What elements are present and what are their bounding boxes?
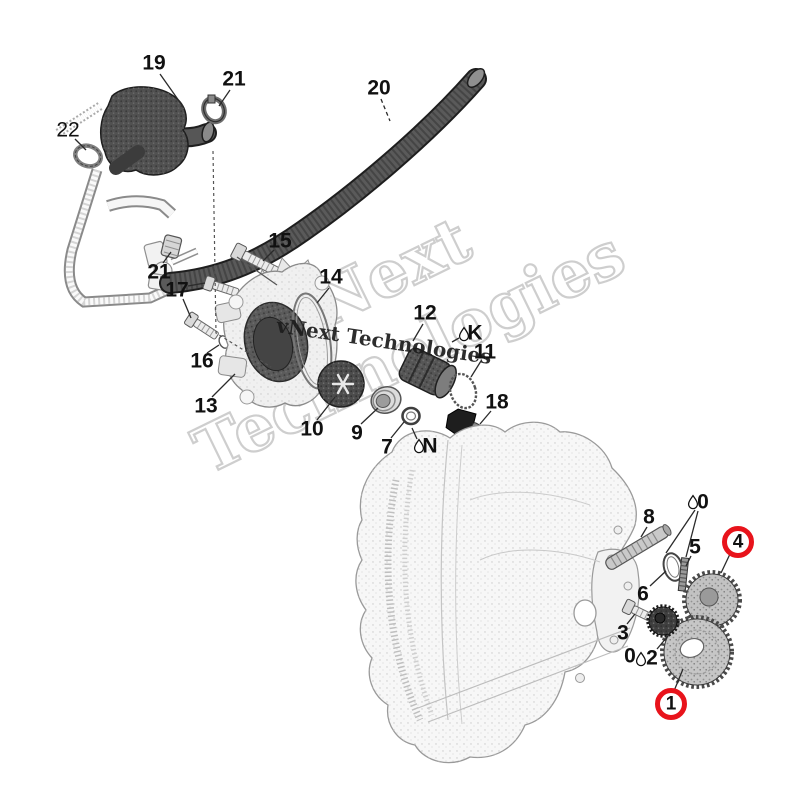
callout-label-3-23: 3: [617, 622, 629, 645]
highlight-circle-1: [655, 688, 687, 720]
leader-0-0: [665, 509, 696, 554]
leader-9-0: [360, 407, 379, 425]
hose-clamp-21a: [201, 94, 227, 125]
leader-3-0: [626, 613, 636, 625]
pin-5: [677, 557, 690, 592]
leader-5-0: [685, 555, 692, 567]
callout-label-6-22: 6: [637, 583, 649, 606]
outlet-hose-19: [100, 86, 217, 176]
coolant-pipe-assembly: [55, 102, 199, 308]
long-hose-20: [159, 67, 487, 294]
callout-label-5-20: 5: [689, 536, 701, 559]
callout-label-9-14: 9: [351, 422, 363, 445]
gear-4: [682, 570, 742, 630]
callout-label-16-7: 16: [190, 350, 213, 373]
hose-clamp-21b: [160, 234, 183, 259]
leader-13-0: [211, 373, 236, 398]
callout-label-2-25: 2: [646, 647, 658, 670]
callout-label-21-1: 21: [222, 68, 246, 91]
leader-17-1: [182, 298, 192, 319]
callout-label-13-8: 13: [194, 395, 217, 418]
callout-label-21-5: 21: [147, 261, 171, 284]
gear-2: [646, 604, 680, 638]
leader-15-0: [262, 249, 275, 262]
lubricant-droplet-icon: [635, 651, 647, 667]
lubricant-droplet-icon: [458, 326, 470, 342]
leader-21-0: [218, 89, 231, 107]
leader-14-0: [316, 287, 330, 304]
hose-clamp-22: [73, 143, 103, 169]
impeller-10: [317, 360, 365, 408]
callout-label-K-11: K: [467, 322, 482, 345]
leader-0-1: [685, 510, 699, 558]
callout-label-20-3: 20: [367, 77, 390, 100]
callout-label-14-9: 14: [319, 266, 343, 289]
leader-18-0: [479, 410, 492, 425]
leader-6-0: [649, 570, 667, 587]
seal-9: [370, 386, 402, 414]
leader-17-0: [187, 282, 206, 287]
leader-2-0: [656, 635, 669, 650]
leader-8-0: [640, 526, 648, 538]
leader-K-0: [451, 337, 460, 343]
connector-line-0: [212, 150, 272, 368]
leader-11-0: [470, 360, 482, 378]
callout-label-8-19: 8: [643, 506, 655, 529]
leader-12-0: [412, 323, 424, 342]
leader-1-0: [673, 668, 684, 692]
callout-label-7-15: 7: [381, 436, 393, 459]
leader-16-0: [206, 344, 220, 354]
connector-line-1: [236, 256, 278, 286]
callout-label-22-2: 22: [56, 119, 79, 142]
pump-shaft-8: [605, 524, 672, 570]
callout-label-12-10: 12: [413, 302, 436, 325]
bolt-17a: [202, 275, 240, 297]
leader-19-0: [159, 73, 185, 109]
leader-22-0: [74, 138, 87, 151]
leader-7-0: [390, 421, 405, 439]
callout-label-15-4: 15: [268, 230, 292, 253]
callout-label-0-24: 0: [624, 645, 636, 668]
engine-cover: [355, 421, 640, 764]
lubricant-droplet-icon: [687, 494, 699, 510]
fitting-12: [398, 347, 457, 399]
leader-N-0: [411, 427, 418, 440]
leader-10-0: [316, 396, 336, 421]
bolt-3: [621, 598, 655, 623]
callout-label-18-17: 18: [485, 391, 509, 414]
bolt-17b: [184, 311, 219, 340]
callout-label-0-18: 0: [697, 491, 709, 514]
lubricant-droplet-icon: [413, 438, 425, 454]
callout-label-11-12: 11: [474, 341, 497, 364]
callout-label-4-21: 4: [733, 532, 744, 553]
o-ring-11: [448, 372, 478, 410]
seal-ring-7: [401, 406, 421, 426]
leader-21-0: [162, 251, 172, 264]
callout-label-17-6: 17: [165, 279, 188, 302]
gear-1: [660, 615, 734, 689]
callout-label-1-26: 1: [666, 694, 677, 715]
callout-label-N-16: N: [422, 435, 437, 458]
leader-4-0: [720, 553, 731, 574]
leader-20-0: [380, 98, 391, 122]
callout-label-19-0: 19: [142, 52, 165, 75]
callout-label-10-13: 10: [300, 418, 323, 441]
highlight-circle-4: [722, 526, 754, 558]
